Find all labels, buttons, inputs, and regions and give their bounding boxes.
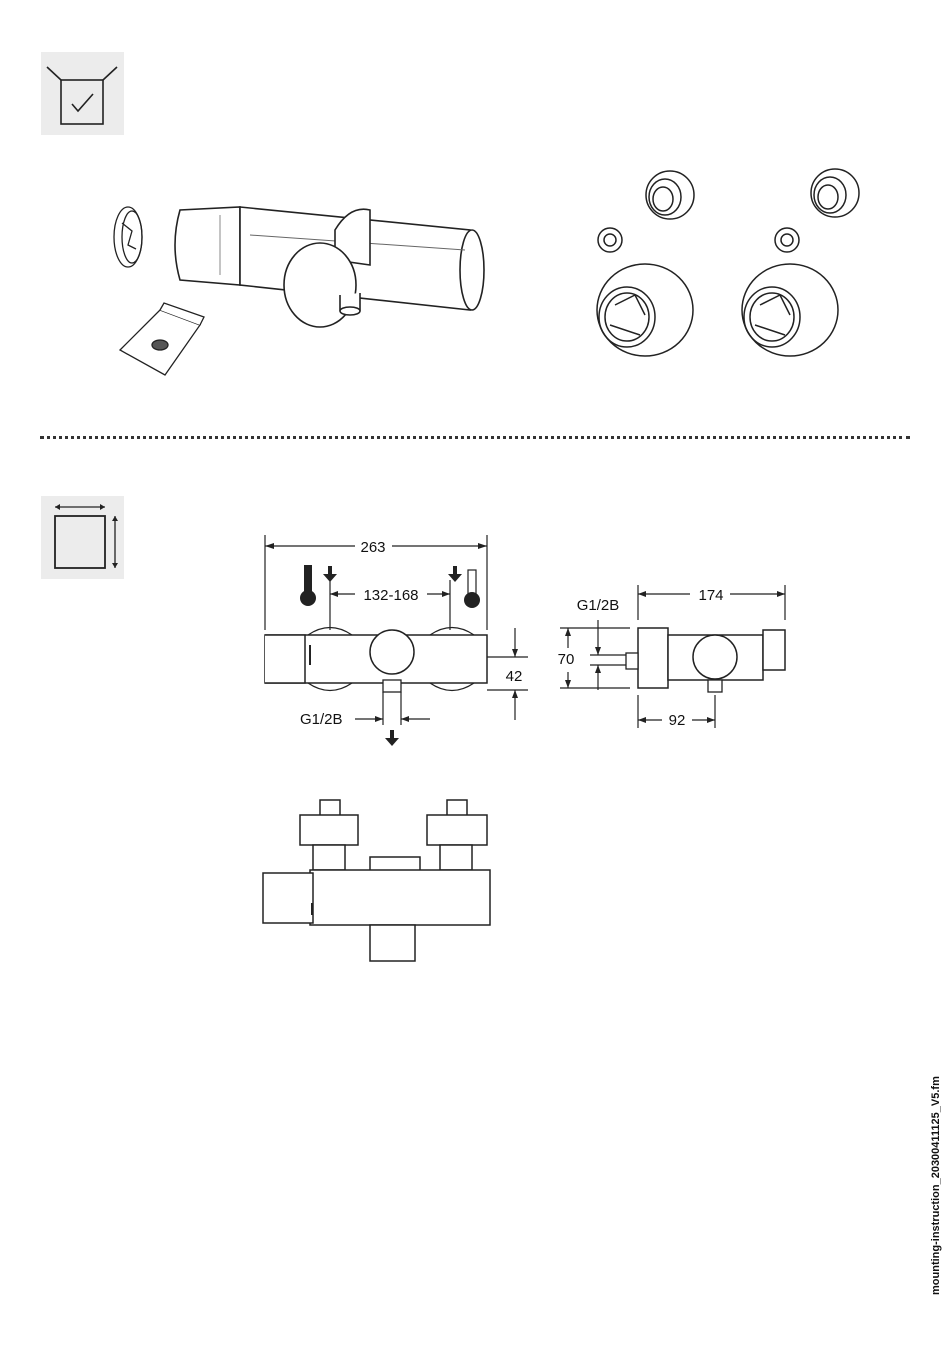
cold-water-thermometer-icon — [464, 570, 480, 608]
dimension-total-width: 263 — [360, 539, 385, 556]
document-filename: mounting-instruction_20300411125_V5.fm — [930, 1076, 942, 1295]
dimension-wall-to-outlet: 92 — [669, 712, 686, 729]
side-view-dimension-drawing: 174 G1/2B 70 92 — [550, 580, 800, 730]
washer-part — [775, 228, 799, 252]
dimension-body-height: 70 — [558, 651, 575, 668]
thermostat-mixer-illustration — [100, 175, 500, 385]
dimensions-icon-box — [41, 496, 124, 579]
dimensions-icon — [41, 496, 124, 579]
hot-water-thermometer-icon — [300, 565, 316, 606]
wall-rosette-part — [742, 264, 838, 356]
front-view-dimension-drawing: 263 132-168 42 G1/2B — [250, 530, 540, 760]
eccentric-fittings-illustration — [585, 165, 885, 365]
dimension-height-offset: 42 — [506, 668, 523, 685]
eccentric-nut-part — [811, 169, 859, 217]
wall-rosette-part — [597, 264, 693, 356]
dimension-side-thread: G1/2B — [577, 597, 620, 614]
hardware-bag-part — [120, 303, 204, 375]
washer-part — [598, 228, 622, 252]
dimension-outlet-thread: G1/2B — [300, 711, 343, 728]
dimension-inlet-spacing: 132-168 — [363, 587, 418, 604]
mixer-body-part — [175, 207, 484, 327]
box-checkmark-icon — [41, 52, 124, 135]
section-separator — [40, 436, 910, 439]
top-view-drawing — [255, 795, 505, 975]
dimension-depth: 174 — [698, 587, 723, 604]
eccentric-nut-part — [646, 171, 694, 219]
scope-of-delivery-icon-box — [41, 52, 124, 135]
cover-disc-part — [114, 207, 142, 267]
